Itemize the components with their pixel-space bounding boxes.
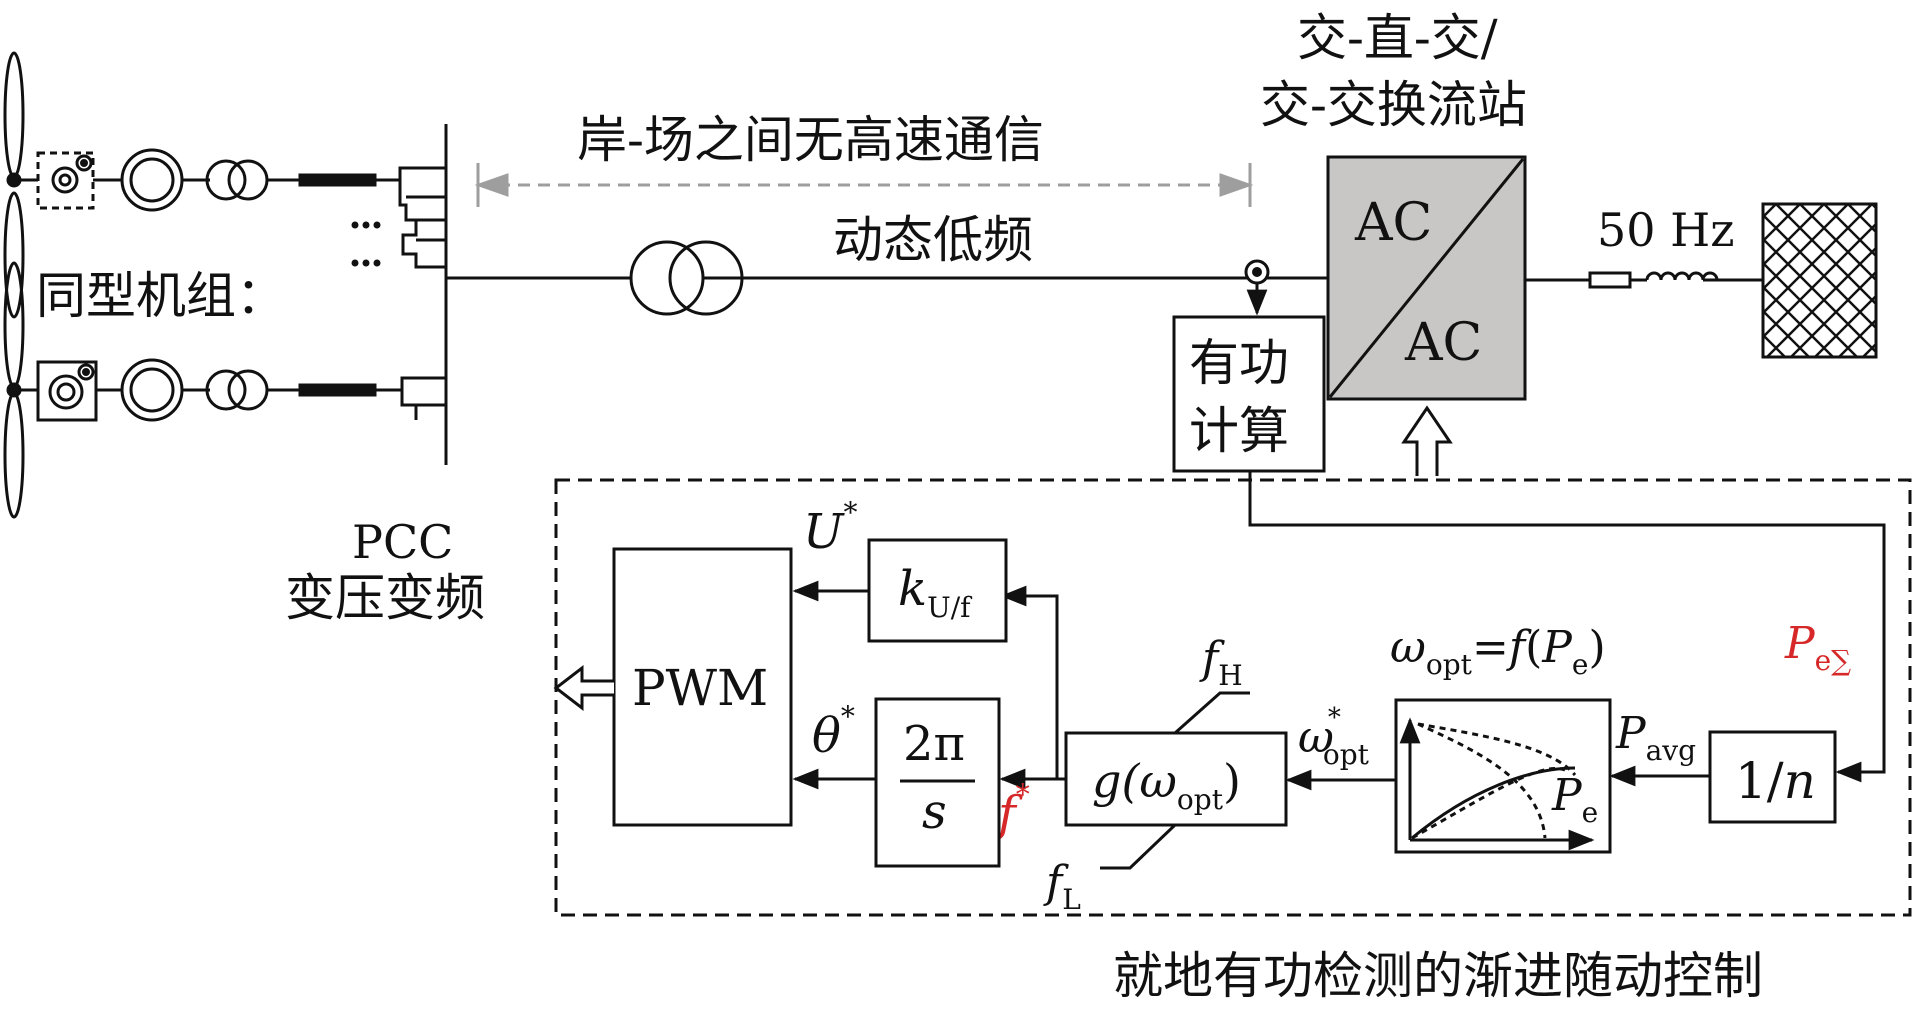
wind-turbine-1 — [3, 51, 446, 319]
inductor-icon — [1645, 271, 1719, 281]
pwm-output-hollow-arrow — [553, 664, 614, 712]
ac-grid-icon — [1761, 202, 1878, 359]
turbine-blade-icon — [3, 191, 25, 319]
g-omega-block: g(ωopt) — [1064, 691, 1288, 870]
active-calc-line1: 有功 — [1189, 334, 1289, 392]
pwm-block: PWM — [612, 547, 793, 827]
pcc-label-line1: PCC — [352, 515, 453, 569]
generator-box-dashed — [36, 151, 95, 210]
svg-text:1/n: 1/n — [1735, 752, 1816, 810]
svg-text:s: s — [922, 784, 947, 840]
theta-star-label: θ* — [812, 700, 855, 764]
cable-segment — [298, 173, 377, 187]
main-transformer-icon — [629, 240, 744, 316]
p-esum-label: Pe∑ — [1784, 618, 1851, 677]
cable-segment — [298, 383, 377, 397]
p-e-curve-label: Pe — [1551, 770, 1598, 829]
turbine-blade-icon — [3, 51, 25, 179]
control-signal-hollow-arrow — [1401, 405, 1453, 476]
active-calc-line2: 计算 — [1189, 402, 1289, 460]
dynamic-low-freq-label: 动态低频 — [833, 211, 1033, 269]
curve-formula: ωopt=f(Pe) — [1390, 622, 1606, 681]
turbine-blade-icon — [3, 391, 25, 519]
one-over-n-block: 1/n — [1708, 730, 1837, 824]
measurement-point — [1244, 259, 1270, 316]
feedback-line — [1248, 471, 1886, 783]
p-avg-label: Pavg — [1615, 708, 1696, 767]
frequency-50hz-label: 50 Hz — [1597, 203, 1735, 257]
wind-turbine-2 — [3, 261, 446, 519]
omega-opt-star-label: ω*opt — [1298, 703, 1370, 771]
ac-ac-converter: AC AC — [1326, 155, 1527, 401]
k-uf-block: kU/f — [867, 538, 1008, 643]
transformer-icon — [205, 369, 247, 411]
bottom-caption: 就地有功检测的渐进随动控制 — [1113, 947, 1763, 1005]
active-power-calc-block: 有功 计算 — [1172, 315, 1326, 473]
station-label-line2: 交-交换流站 — [1260, 76, 1527, 134]
resistor-icon — [1588, 271, 1632, 289]
fh-label: fH — [1199, 633, 1243, 692]
cluster-label: 同型机组： — [36, 267, 286, 325]
grid-connection — [1525, 271, 1763, 289]
control-dashed-boundary — [554, 478, 1912, 917]
station-label-line1: 交-直-交/ — [1297, 9, 1498, 67]
svg-text:kU/f: kU/f — [898, 561, 973, 624]
turbine-blade-icon — [3, 261, 25, 389]
generator-icon — [48, 374, 84, 410]
mppt-curve-block — [1394, 698, 1612, 854]
u-star-label: U* — [803, 496, 857, 560]
converter-ac-top: AC — [1354, 193, 1432, 253]
integrator-block: 2π s — [874, 697, 1001, 868]
svg-text:PWM: PWM — [632, 659, 768, 717]
no-comm-label: 岸-场之间无高速通信 — [577, 111, 1044, 169]
fl-label: fL — [1043, 857, 1081, 916]
svg-text:2π: 2π — [903, 716, 965, 772]
pcc-bus — [444, 124, 1330, 465]
transformer-icon — [205, 159, 247, 201]
converter-ac-bottom: AC — [1404, 313, 1482, 373]
svg-text:g(ωopt): g(ωopt) — [1092, 754, 1241, 816]
pcc-label-line2: 变压变频 — [285, 569, 485, 627]
generator-icon — [51, 166, 79, 194]
